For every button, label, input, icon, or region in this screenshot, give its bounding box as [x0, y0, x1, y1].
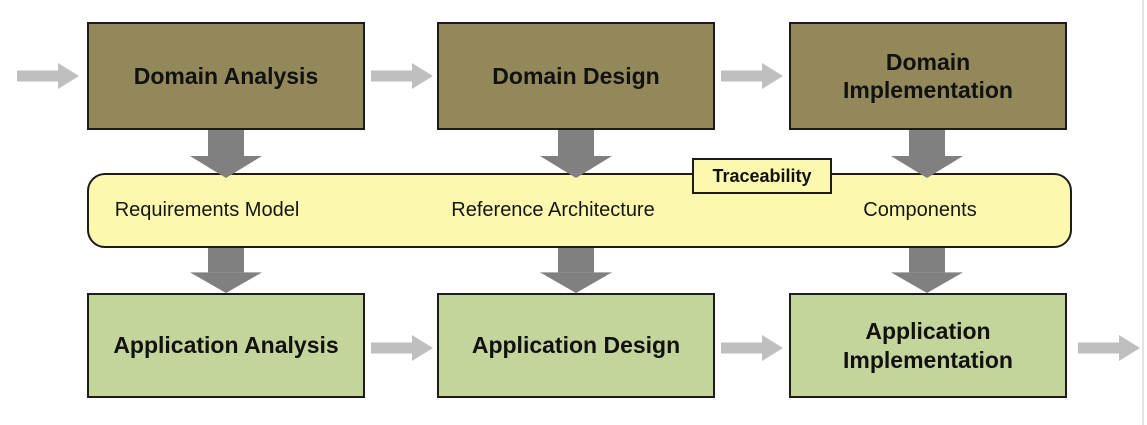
components-label: Components [863, 199, 977, 221]
application-analysis-box: Application Analysis [87, 293, 365, 398]
domain-design-label: Domain Design [492, 62, 660, 89]
arrow-right-icon [721, 63, 783, 89]
application-analysis-label: Application Analysis [113, 332, 339, 359]
arrow-down-icon [540, 248, 612, 293]
application-design-box: Application Design [437, 293, 715, 398]
arrow-down-icon [891, 248, 963, 293]
arrow-right-icon [371, 63, 433, 89]
page-edge-line [1142, 0, 1144, 425]
artifacts-band [87, 173, 1072, 248]
arrow-right-icon [1078, 335, 1140, 361]
arrow-right-icon [17, 63, 79, 89]
application-implementation-label: Application Implementation [843, 318, 1013, 373]
domain-implementation-box: Domain Implementation [789, 22, 1067, 130]
traceability-tag: Traceability [692, 158, 832, 194]
domain-design-box: Domain Design [437, 22, 715, 130]
application-implementation-box: Application Implementation [789, 293, 1067, 398]
arrow-down-icon [891, 130, 963, 178]
domain-analysis-label: Domain Analysis [133, 62, 319, 89]
application-design-label: Application Design [471, 332, 681, 359]
domain-implementation-label: Domain Implementation [843, 48, 1013, 103]
requirements-model-label: Requirements Model [114, 199, 300, 221]
arrow-right-icon [721, 335, 783, 361]
arrow-down-icon [190, 130, 262, 178]
arrow-right-icon [371, 335, 433, 361]
reference-architecture-label: Reference Architecture [451, 199, 655, 221]
domain-analysis-box: Domain Analysis [87, 22, 365, 130]
arrow-down-icon [540, 130, 612, 178]
arrow-down-icon [190, 248, 262, 293]
